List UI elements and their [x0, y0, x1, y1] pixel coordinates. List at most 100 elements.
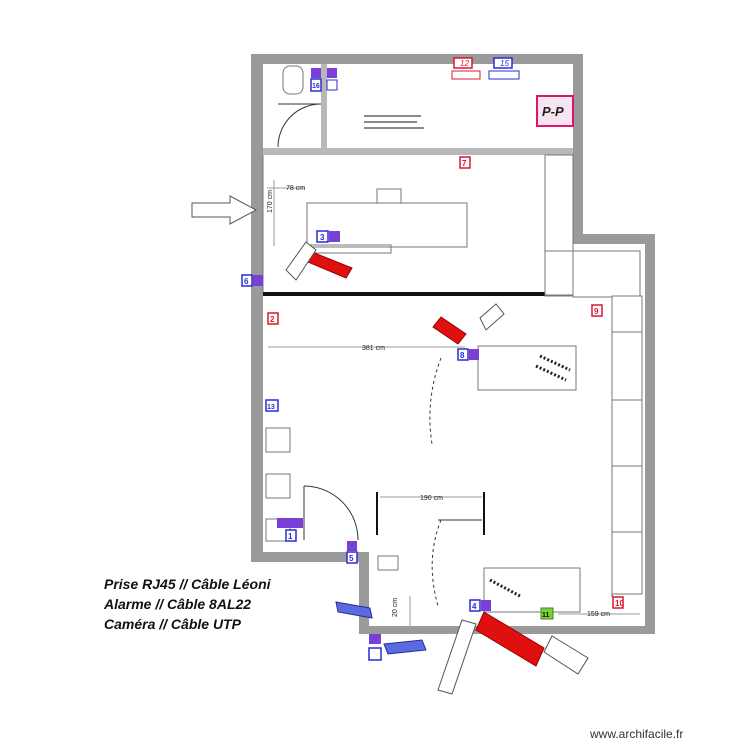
badge-purple-1	[311, 68, 321, 78]
badge-b4: 4	[469, 599, 481, 612]
wall-top	[251, 54, 581, 64]
svg-text:1: 1	[288, 532, 293, 541]
dim-20: 20 cm	[392, 598, 399, 617]
dim-170: 170 cm	[267, 190, 274, 213]
badge-purple-4	[329, 231, 340, 242]
svg-text:11: 11	[542, 612, 550, 619]
label-box-15	[488, 70, 520, 80]
shelf-1	[611, 331, 643, 403]
callout-arrows	[191, 195, 589, 695]
badge-b8: 8	[457, 348, 469, 361]
svg-text:4: 4	[472, 602, 477, 611]
dim-78: 78 cm	[286, 185, 305, 192]
wall-top-right	[573, 54, 583, 242]
badge-b6: 6	[241, 274, 253, 287]
arrow-blue-2	[383, 639, 427, 655]
arrow-red-1	[307, 251, 353, 279]
badge-purple-2	[327, 68, 337, 78]
label-box-12	[451, 70, 481, 80]
blue-arrows	[335, 601, 427, 655]
door-arc-2	[431, 519, 442, 607]
legend-alarme: Alarme // Câble 8AL22	[104, 596, 252, 612]
arrow-blue-1	[335, 601, 373, 619]
wall-wc	[263, 148, 573, 155]
svg-text:9: 9	[594, 307, 599, 316]
fixture-small	[377, 555, 399, 571]
badge-b15: 15	[493, 57, 513, 69]
badge-b5: 5	[346, 551, 358, 564]
dim-381: 381 cm	[362, 345, 385, 352]
badge-purple-6	[277, 518, 303, 528]
svg-text:P-P: P-P	[542, 104, 564, 119]
closet	[544, 154, 574, 297]
badge-b7: 7	[459, 156, 471, 169]
cabinet-2	[265, 473, 291, 499]
svg-text:6: 6	[244, 277, 249, 286]
badge-b13: 13	[265, 399, 279, 412]
badge-b12: 12	[453, 57, 473, 69]
svg-text:15: 15	[500, 59, 509, 68]
door-entry	[303, 485, 359, 541]
wall-bottom-jog	[359, 552, 369, 634]
svg-text:3: 3	[320, 233, 325, 242]
counter-2	[483, 567, 581, 613]
callout-bottom-2	[543, 635, 589, 675]
wall-left	[251, 54, 263, 562]
shelf-2	[611, 399, 643, 467]
chair	[376, 188, 402, 204]
door-wc	[277, 103, 322, 148]
callout-main	[479, 303, 505, 331]
shelf-3	[611, 465, 643, 533]
badge-purple-8	[481, 600, 491, 611]
badge-b1: 1	[285, 529, 297, 542]
counter-1	[477, 345, 577, 391]
outer-walls	[251, 54, 655, 634]
wall-right	[645, 234, 655, 634]
badge-b11: 11	[540, 607, 554, 620]
watermark: www.archifacile.fr	[590, 727, 684, 741]
arrow-red-3	[475, 611, 545, 667]
svg-text:12: 12	[460, 59, 469, 68]
legend-rj45: Prise RJ45 // Câble Léoni	[104, 576, 271, 592]
toilet	[282, 65, 304, 95]
shelf-4	[611, 531, 643, 595]
badge-b10: 10	[612, 596, 624, 609]
badge-blue-sq	[326, 79, 338, 91]
red-arrows	[307, 251, 545, 667]
dim-190: 190 cm	[420, 495, 443, 502]
badge-purple-3	[253, 275, 263, 286]
svg-text:10: 10	[615, 599, 624, 608]
svg-text:8: 8	[460, 351, 465, 360]
inner-walls	[262, 64, 574, 535]
legend-camera: Caméra // Câble UTP	[104, 616, 241, 632]
badge-purple-5	[469, 349, 479, 360]
wall-office	[263, 292, 546, 296]
dimension-lines	[267, 180, 640, 626]
svg-text:2: 2	[270, 315, 275, 324]
badge-blue-bottom	[368, 647, 382, 661]
svg-text:7: 7	[462, 159, 467, 168]
callout-office	[285, 241, 317, 281]
badge-b9: 9	[591, 304, 603, 317]
svg-text:16: 16	[312, 83, 320, 90]
wall-bottom-left	[251, 552, 361, 562]
badge-purple-9	[369, 634, 381, 644]
door-arc-1	[429, 357, 442, 445]
badge-b2: 2	[267, 312, 279, 325]
callout-bottom-1	[437, 619, 477, 695]
badge-purple-7	[347, 541, 357, 551]
sink-unit	[572, 250, 641, 298]
cabinet-1	[265, 427, 291, 453]
dim-159: 159 cm	[587, 611, 610, 618]
svg-text:13: 13	[267, 404, 275, 411]
badge-pp: P-P	[536, 95, 574, 127]
wall-step	[573, 234, 655, 244]
arrow-red-2	[432, 316, 467, 345]
badge-b3: 3	[316, 230, 329, 243]
svg-text:5: 5	[349, 554, 354, 563]
note-lines	[364, 115, 424, 129]
wall-wc-side	[321, 64, 327, 148]
badge-b16: 16	[310, 78, 322, 92]
callout-coffret	[191, 195, 258, 225]
